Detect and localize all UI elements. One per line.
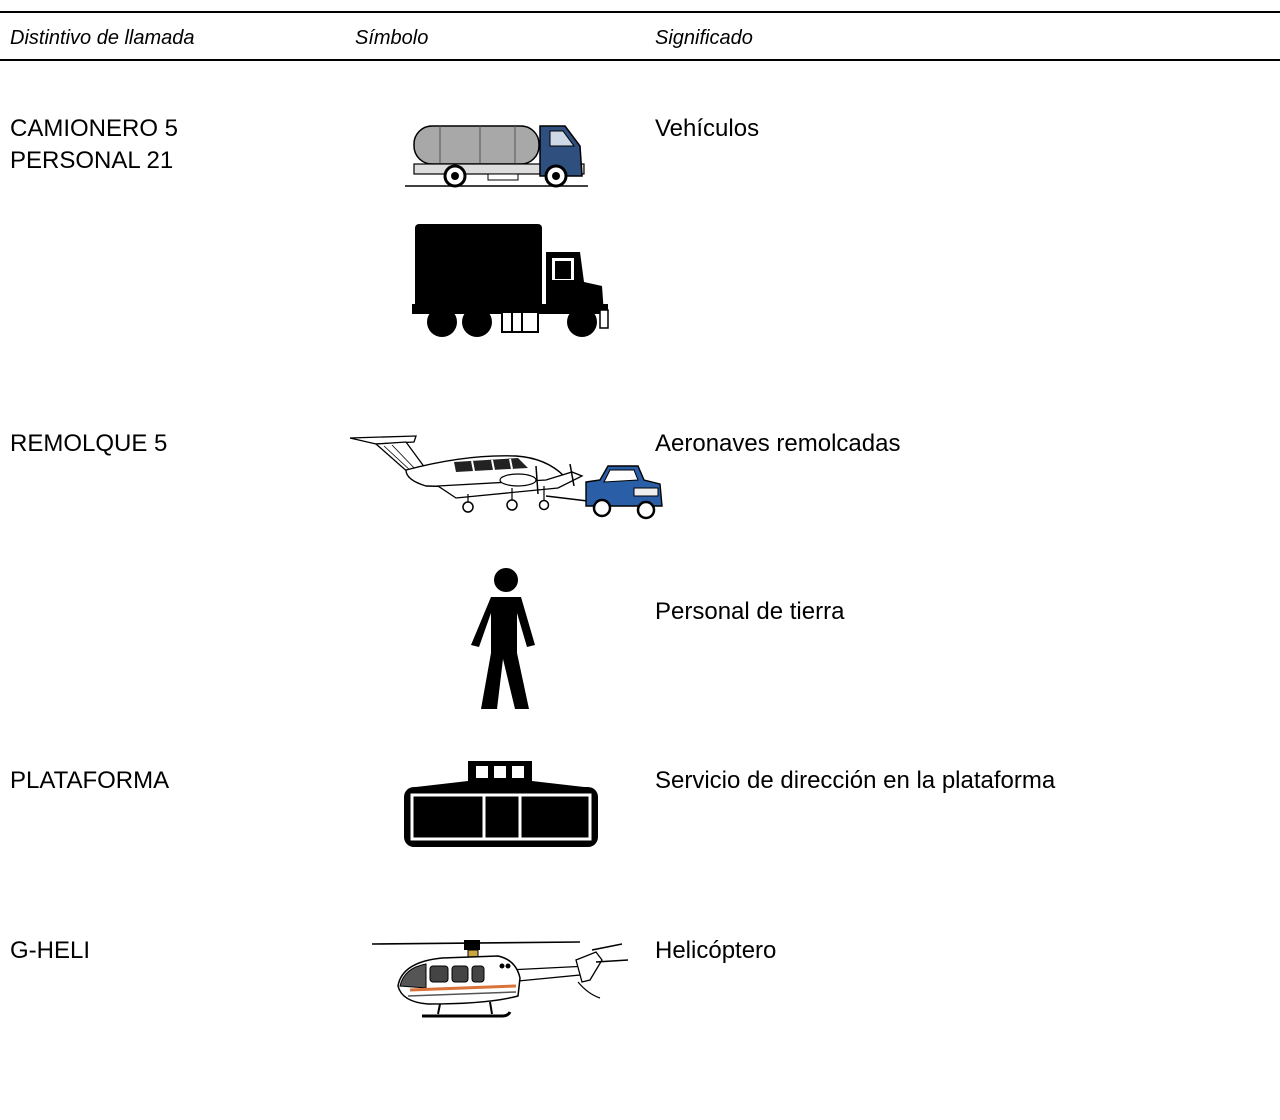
towed-aircraft-icon — [346, 432, 666, 528]
top-rule — [0, 11, 1280, 13]
header-bottom-rule — [0, 59, 1280, 61]
meaning-helicoptero: Helicóptero — [655, 937, 777, 964]
box-truck-icon — [412, 222, 612, 340]
header-meaning: Significado — [655, 27, 753, 49]
tanker-truck-icon — [400, 118, 590, 190]
header-callsign: Distintivo de llamada — [10, 27, 195, 49]
callsign-camionero: CAMIONERO 5 — [10, 115, 179, 142]
callsign-plataforma: PLATAFORMA — [10, 767, 170, 794]
callsign-personal: PERSONAL 21 — [10, 147, 174, 174]
ground-personnel-icon — [455, 567, 539, 711]
header-symbol: Símbolo — [355, 27, 429, 49]
callsign-remolque: REMOLQUE 5 — [10, 430, 168, 457]
apron-management-icon — [404, 761, 600, 849]
helicopter-icon — [368, 938, 630, 1022]
meaning-servicio-plataforma: Servicio de dirección en la plataforma — [655, 767, 1056, 794]
meaning-aeronaves: Aeronaves remolcadas — [655, 430, 901, 457]
meaning-vehiculos: Vehículos — [655, 115, 760, 142]
meaning-personal-tierra: Personal de tierra — [655, 598, 845, 625]
callsign-g-heli: G-HELI — [10, 937, 91, 964]
